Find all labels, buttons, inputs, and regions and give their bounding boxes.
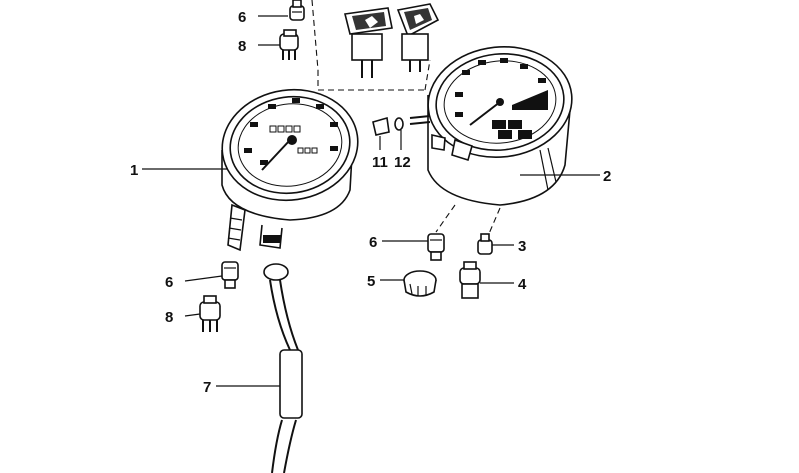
callout-8-lower: 8 (165, 309, 173, 326)
socket-4 (459, 261, 481, 299)
indicator-housing-right (396, 3, 440, 72)
callout-3: 3 (518, 238, 526, 255)
bulb-6-right (427, 233, 445, 261)
callout-1: 1 (130, 162, 138, 179)
bulb-holder-8-top (279, 29, 299, 60)
callout-6-lower: 6 (165, 274, 173, 291)
callout-12: 12 (394, 154, 411, 171)
bulb-6-lower (221, 261, 239, 289)
bulb-holder-8-lower (199, 295, 221, 332)
indicator-dashed-frame (311, 0, 431, 91)
lamp-holder-5 (403, 270, 437, 297)
callout-2: 2 (603, 168, 611, 185)
bulb-6-top (289, 0, 305, 21)
callout-11: 11 (372, 154, 388, 171)
callout-6-top: 6 (238, 9, 246, 26)
axis-line-3 (487, 207, 501, 237)
callout-4: 4 (518, 276, 527, 293)
callout-5: 5 (367, 273, 375, 290)
bulb-3 (477, 233, 493, 255)
speedometer-cable-7 (263, 263, 303, 473)
indicator-housing-left (344, 7, 393, 78)
callout-8-top: 8 (238, 38, 246, 55)
stud-nut-washer (372, 115, 431, 136)
callout-6-right: 6 (369, 234, 377, 251)
leader-lines (142, 15, 600, 387)
callout-7: 7 (203, 379, 211, 396)
speedometer-gauge-1 (221, 88, 359, 252)
tachometer-gauge-2 (427, 45, 573, 206)
axis-line-6 (435, 204, 456, 233)
